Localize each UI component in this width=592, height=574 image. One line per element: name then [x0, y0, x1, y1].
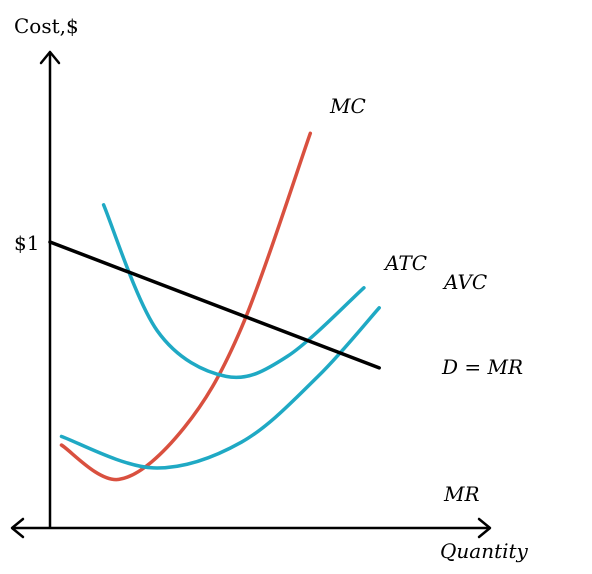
series-label-avc: AVC: [442, 270, 487, 294]
series-line-avc: [59, 306, 381, 470]
y-tick-label-1: $1: [14, 231, 39, 255]
y-axis-label: Cost,$: [14, 14, 79, 38]
series-label-atc: ATC: [383, 251, 427, 275]
curves-layer: [48, 131, 381, 482]
series-label-demand: D = MR: [441, 355, 523, 379]
x-axis-left-arrow-icon: [10, 517, 25, 539]
annotation-mr: MR: [443, 482, 480, 506]
series-label-mc: MC: [329, 94, 366, 118]
series-line-d-mr: [48, 240, 381, 370]
series-line-atc: [101, 203, 366, 380]
x-axis-label: Quantity: [440, 539, 529, 563]
x-axis-arrow-icon: [477, 517, 492, 539]
series-line-mc: [59, 131, 313, 482]
y-axis-arrow-icon: [39, 50, 61, 65]
